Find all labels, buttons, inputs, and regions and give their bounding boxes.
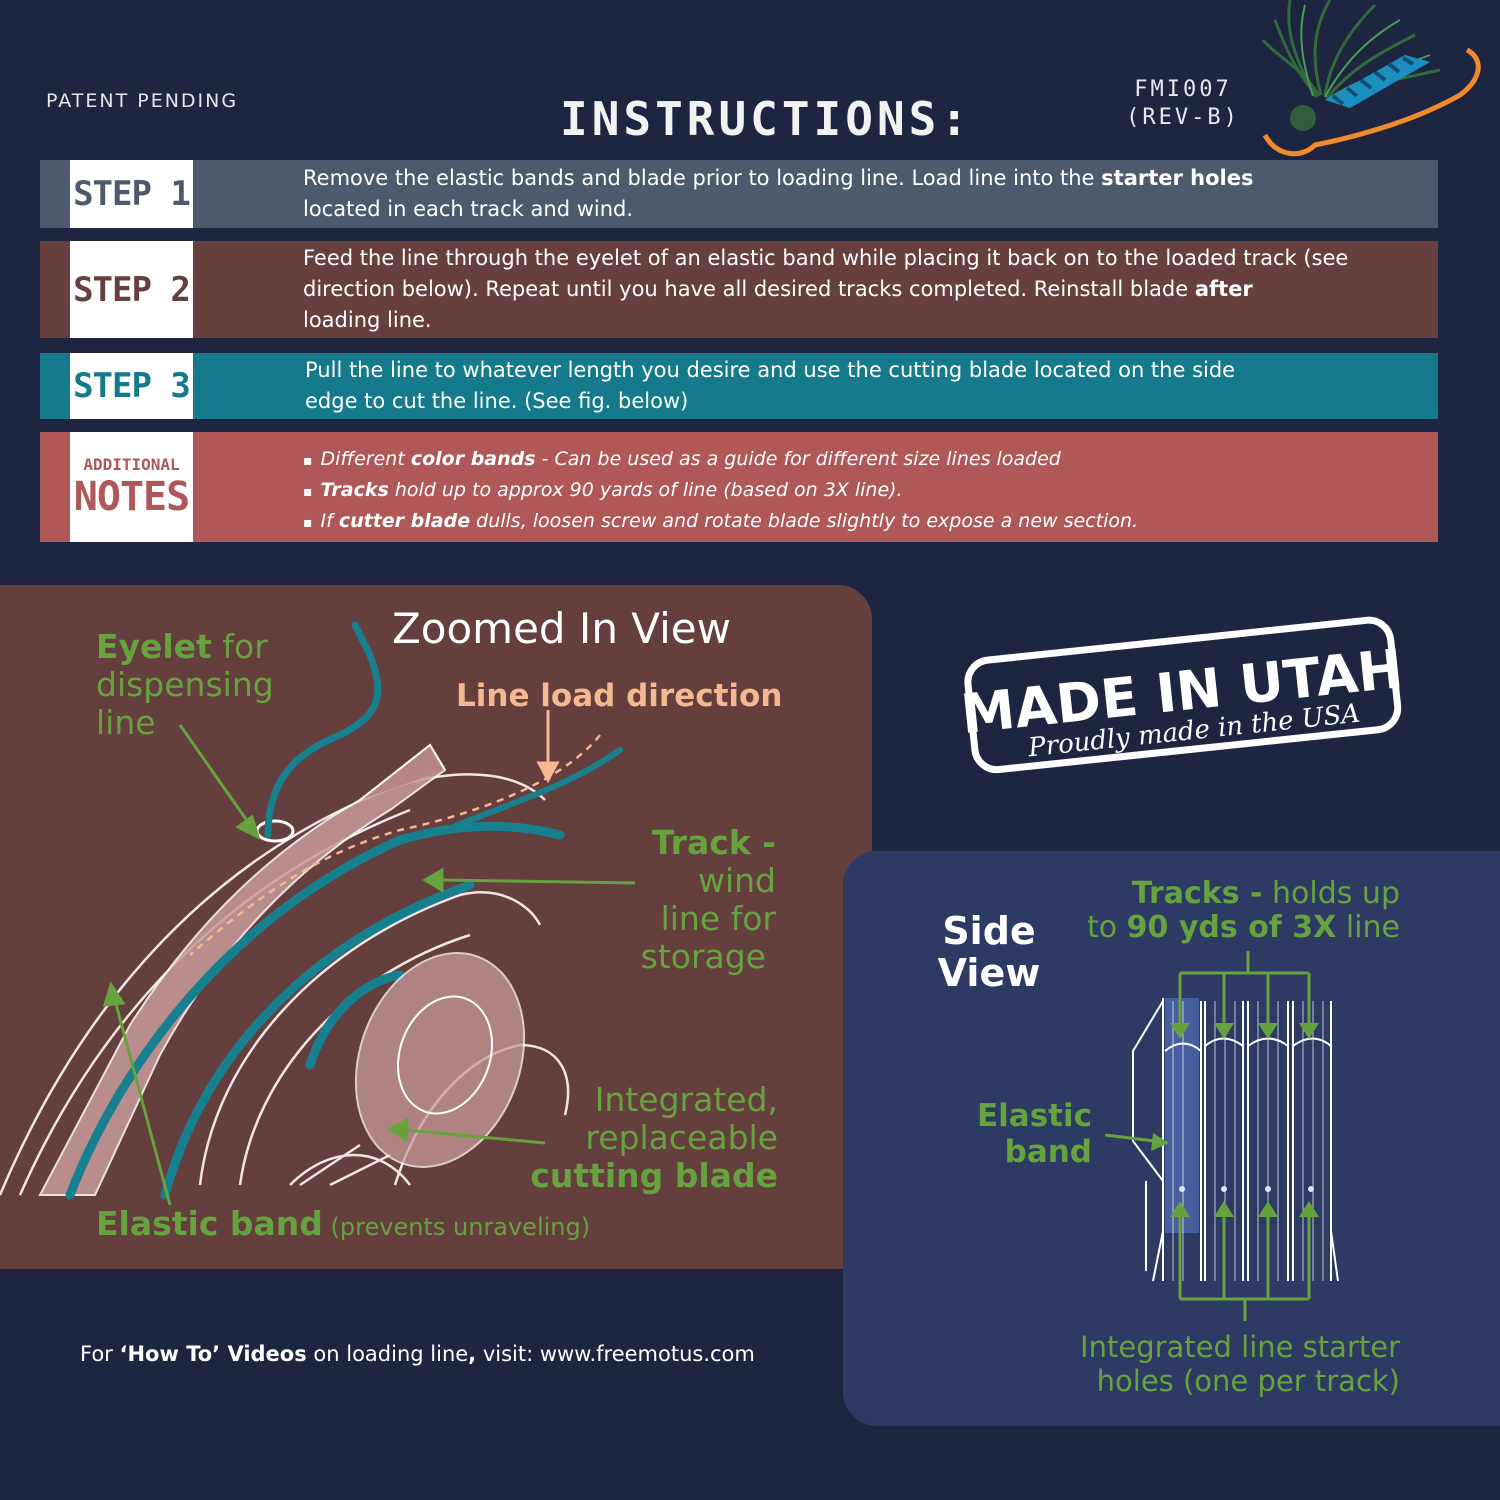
- notes-list: Different color bands - Can be used as a…: [303, 445, 1139, 538]
- notes-tag: ADDITIONAL NOTES: [70, 432, 193, 542]
- notes-label-top: ADDITIONAL: [83, 454, 180, 474]
- eyelet-label: Eyelet for dispensing line: [96, 628, 274, 742]
- step-3-tag: STEP 3: [70, 353, 193, 419]
- step-3-row: STEP 3 Pull the line to whatever length …: [40, 353, 1438, 419]
- website-link[interactable]: visit: www.freemotus.com: [476, 1342, 755, 1366]
- product-code: FMI007 (REV-B): [1118, 76, 1248, 132]
- load-direction-label: Line load direction: [456, 678, 783, 714]
- step-1-text-a: Remove the elastic bands and blade prior…: [303, 166, 1102, 190]
- starter-holes-label: Integrated line starter holes (one per t…: [1030, 1330, 1400, 1398]
- step-2-tag: STEP 2: [70, 241, 193, 338]
- eyelet-rest1: for: [211, 627, 268, 666]
- patent-pending-label: PATENT PENDING: [46, 90, 239, 112]
- step-1-label: STEP 1: [73, 174, 191, 214]
- track-l4: storage: [640, 937, 766, 976]
- step-1-text-b: located in each track and wind.: [303, 197, 634, 221]
- step-2-text-b: loading line.: [303, 308, 432, 332]
- eyelet-bold: Eyelet: [96, 627, 212, 666]
- blade-bold: cutting blade: [530, 1156, 778, 1195]
- holes-l1: Integrated line starter: [1080, 1330, 1400, 1364]
- footer-mid: on loading line: [306, 1342, 469, 1366]
- made-in-utah-stamp: MADE IN UTAH Proudly made in the USA: [960, 616, 1405, 774]
- additional-notes-row: ADDITIONAL NOTES Different color bands -…: [40, 432, 1438, 542]
- how-to-videos-footer: For ‘How To’ Videos on loading line, vis…: [80, 1342, 755, 1366]
- step-2-bold: after: [1194, 277, 1253, 301]
- notes-label-bottom: NOTES: [73, 473, 190, 520]
- elastic-band-label: Elastic band (prevents unraveling): [96, 1204, 590, 1243]
- track-label: Track - wind line for storage: [600, 824, 776, 976]
- footer-pre: For: [80, 1342, 120, 1366]
- blade-l1: Integrated,: [594, 1080, 778, 1119]
- tracks-rest: holds up: [1262, 876, 1400, 911]
- tracks-l2-bold: 90 yds of 3X: [1126, 910, 1337, 945]
- zoomed-view-title: Zoomed In View: [392, 604, 731, 653]
- track-l3: line for: [660, 899, 776, 938]
- step-3-text: Pull the line to whatever length you des…: [305, 355, 1398, 417]
- step-3-text-b: edge to cut the line. (See fig. below): [305, 389, 689, 413]
- page-title: INSTRUCTIONS:: [560, 92, 973, 146]
- spool-closeup-illustration: [0, 621, 636, 1206]
- blade-l2: replaceable: [585, 1118, 778, 1157]
- side-band-l2: band: [1004, 1134, 1092, 1170]
- band-bold: Elastic band: [96, 1204, 323, 1243]
- product-code-line2: (REV-B): [1126, 105, 1240, 130]
- step-3-text-a: Pull the line to whatever length you des…: [305, 358, 1236, 382]
- step-2-text: Feed the line through the eyelet of an e…: [303, 243, 1398, 336]
- tracks-bold: Tracks -: [1131, 876, 1263, 911]
- step-2-row: STEP 2 Feed the line through the eyelet …: [40, 241, 1438, 338]
- holes-l2: holes (one per track): [1096, 1364, 1400, 1398]
- side-view-panel: [843, 851, 1500, 1426]
- note-item: Different color bands - Can be used as a…: [303, 445, 1138, 476]
- step-2-label: STEP 2: [73, 269, 191, 310]
- side-title-l2: View: [937, 951, 1041, 995]
- step-1-bold: starter holes: [1101, 166, 1254, 190]
- tracks-l2-pre: to: [1087, 910, 1127, 945]
- tracks-capacity-label: Tracks - holds up to 90 yds of 3X line: [1060, 877, 1400, 945]
- eyelet-rest3: line: [96, 703, 156, 742]
- eyelet-rest2: dispensing: [96, 665, 274, 704]
- track-bold: Track -: [651, 823, 776, 862]
- side-elastic-band-label: Elastic band: [960, 1098, 1092, 1170]
- note-item: If cutter blade dulls, loosen screw and …: [303, 507, 1139, 538]
- side-title-l1: Side: [942, 909, 1036, 953]
- footer-bold: ‘How To’ Videos: [119, 1342, 307, 1366]
- side-view-illustration: [1104, 951, 1339, 1321]
- side-view-title: Side View: [934, 910, 1044, 994]
- step-1-row: STEP 1 Remove the elastic bands and blad…: [40, 160, 1438, 228]
- note-item: Tracks hold up to approx 90 yards of lin…: [303, 476, 1138, 507]
- side-band-l1: Elastic: [977, 1098, 1092, 1134]
- fishing-fly-icon: [1261, 0, 1481, 157]
- track-l2: wind: [697, 861, 776, 900]
- footer-comma: ,: [468, 1342, 477, 1366]
- step-1-tag: STEP 1: [70, 160, 193, 228]
- zoomed-in-view-panel: [0, 585, 872, 1269]
- step-3-label: STEP 3: [73, 366, 191, 406]
- cutting-blade-label: Integrated, replaceable cutting blade: [480, 1081, 778, 1195]
- tracks-l2-post: line: [1336, 910, 1400, 945]
- band-rest: (prevents unraveling): [322, 1213, 591, 1241]
- step-2-text-a: Feed the line through the eyelet of an e…: [303, 246, 1349, 301]
- step-1-text: Remove the elastic bands and blade prior…: [303, 163, 1398, 225]
- product-code-line1: FMI007: [1134, 77, 1232, 102]
